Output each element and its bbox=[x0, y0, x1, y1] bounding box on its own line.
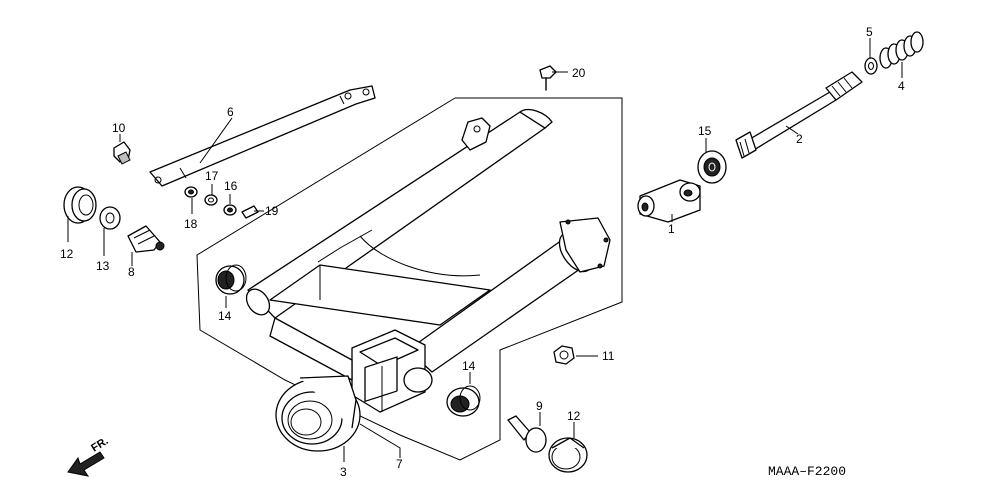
callout-13: 13 bbox=[96, 259, 110, 273]
callout-11: 11 bbox=[602, 349, 615, 363]
part-drive-shaft bbox=[735, 71, 863, 159]
callout-1: 1 bbox=[668, 222, 675, 236]
callout-20: 20 bbox=[572, 66, 586, 80]
part-boot bbox=[275, 375, 361, 452]
front-direction-indicator: FR. bbox=[67, 435, 111, 477]
callout-2: 2 bbox=[796, 132, 803, 146]
callout-5: 5 bbox=[866, 25, 873, 39]
callout-16: 16 bbox=[224, 179, 238, 193]
callout-7: 7 bbox=[396, 457, 403, 471]
callout-17: 17 bbox=[205, 169, 219, 183]
part-guard-bar bbox=[149, 85, 376, 187]
callout-12-left: 12 bbox=[60, 247, 74, 261]
part-washer-5 bbox=[864, 57, 878, 75]
part-cap-right bbox=[548, 437, 588, 473]
callout-9: 9 bbox=[536, 399, 543, 413]
callout-15: 15 bbox=[698, 124, 712, 138]
part-pivot-bolt-right bbox=[507, 415, 547, 453]
leader-lines bbox=[67, 38, 903, 462]
part-nut-11 bbox=[553, 345, 575, 365]
part-washer-17 bbox=[204, 194, 218, 206]
part-fitting-10 bbox=[113, 141, 131, 165]
callout-10: 10 bbox=[112, 121, 126, 135]
diagram-code: MAAA–F2200 bbox=[768, 464, 846, 479]
assembly-boundary bbox=[196, 97, 623, 461]
callout-4: 4 bbox=[898, 79, 905, 93]
part-nut-16 bbox=[223, 204, 237, 216]
part-pivot-bolt-left bbox=[127, 225, 165, 253]
part-cap-left bbox=[63, 186, 97, 224]
part-bolt-20 bbox=[539, 65, 557, 91]
callout-12-right: 12 bbox=[567, 409, 581, 423]
part-spring-4 bbox=[879, 31, 924, 69]
callout-14-left: 14 bbox=[218, 309, 232, 323]
swingarm bbox=[245, 108, 611, 413]
callouts: 6 10 12 13 8 17 16 19 18 14 3 7 14 9 12 … bbox=[60, 25, 905, 479]
part-bushing-lower bbox=[446, 385, 481, 417]
part-nut-18 bbox=[184, 186, 198, 198]
part-pin-19 bbox=[241, 205, 259, 219]
callout-19: 19 bbox=[265, 204, 279, 218]
part-bearing-15 bbox=[697, 150, 727, 184]
arrow-icon bbox=[67, 451, 105, 477]
callout-6: 6 bbox=[227, 105, 234, 119]
part-universal-joint bbox=[637, 179, 701, 223]
callout-8: 8 bbox=[128, 265, 135, 279]
part-washer-13 bbox=[99, 206, 121, 230]
direction-label: FR. bbox=[89, 435, 110, 455]
callout-14-lower: 14 bbox=[462, 359, 476, 373]
callout-3: 3 bbox=[340, 465, 347, 479]
part-bushing-left bbox=[215, 264, 247, 295]
callout-18: 18 bbox=[184, 217, 198, 231]
